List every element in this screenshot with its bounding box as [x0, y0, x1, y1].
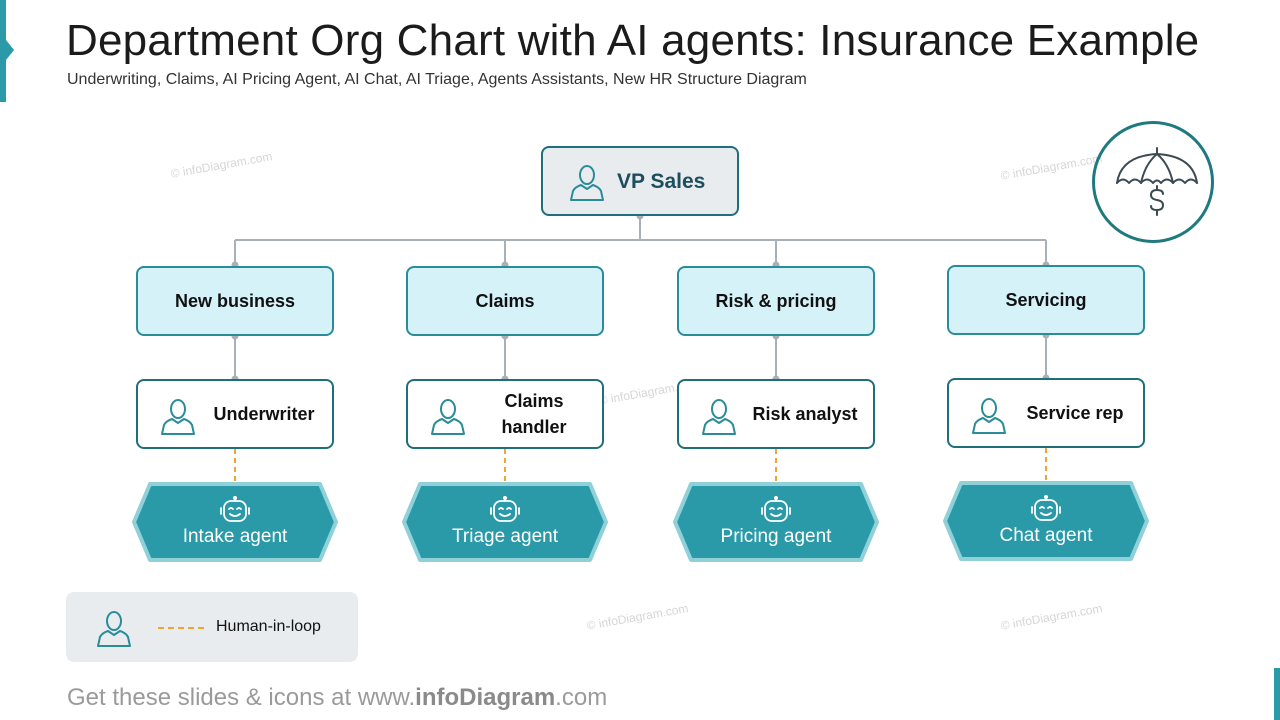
agent-hexagon [673, 482, 879, 562]
role-label: Underwriter [213, 404, 315, 424]
left-accent-bar [0, 0, 6, 102]
dept-node-claims: Claims [406, 266, 604, 336]
role-label-line: handler [501, 417, 567, 437]
umbrella-dollar-icon [1116, 147, 1198, 216]
person-icon [161, 399, 195, 435]
robot-icon [1031, 495, 1061, 521]
role-node-service-rep: Service rep [947, 378, 1145, 448]
legend-label: Human-in-loop [216, 618, 321, 635]
role-label: Risk analyst [752, 404, 858, 424]
page-subtitle: Underwriting, Claims, AI Pricing Agent, … [67, 71, 807, 88]
page-title: Department Org Chart with AI agents: Ins… [66, 16, 1200, 65]
role-label: Claims handler [470, 381, 598, 447]
person-icon [972, 398, 1006, 434]
footer-brand: infoDiagram [415, 684, 556, 711]
role-node-risk-analyst: Risk analyst [677, 379, 875, 449]
agent-node-chat: Chat agent [943, 481, 1149, 561]
vp-sales-label: VP Sales [617, 170, 706, 193]
robot-icon [220, 496, 250, 522]
role-node-underwriter: Underwriter [136, 379, 334, 449]
agent-node-pricing: Pricing agent [673, 482, 879, 562]
role-label-line: Claims [504, 391, 564, 411]
role-node-claims-handler: Claims handler [406, 379, 604, 449]
dept-node-servicing: Servicing [947, 265, 1145, 335]
person-icon [702, 399, 736, 435]
agent-node-triage: Triage agent [402, 482, 608, 562]
agent-node-intake: Intake agent [132, 482, 338, 562]
agent-label: Triage agent [452, 526, 558, 547]
person-icon [97, 611, 131, 647]
person-icon [431, 399, 465, 435]
left-accent-arrow [6, 40, 14, 60]
legend: Human-in-loop [66, 592, 358, 662]
right-accent-bar [1274, 668, 1280, 720]
agent-hexagon [402, 482, 608, 562]
agent-hexagon [943, 481, 1149, 561]
legend-dashed-line [158, 627, 204, 629]
footer-credit: Get these slides & icons at www.infoDiag… [67, 684, 607, 712]
robot-icon [761, 496, 791, 522]
footer-suffix: .com [555, 684, 608, 711]
robot-icon [490, 496, 520, 522]
dept-node-risk-pricing: Risk & pricing [677, 266, 875, 336]
agent-label: Intake agent [182, 526, 288, 547]
dept-node-new-business: New business [136, 266, 334, 336]
role-label: Service rep [1026, 403, 1124, 423]
agent-label: Pricing agent [720, 526, 832, 547]
agent-hexagon [132, 482, 338, 562]
vp-sales-node: VP Sales [541, 146, 739, 216]
footer-prefix: Get these slides & icons at www. [67, 684, 416, 711]
umbrella-badge [1092, 121, 1214, 243]
person-icon [570, 165, 604, 201]
agent-label: Chat agent [999, 525, 1093, 546]
